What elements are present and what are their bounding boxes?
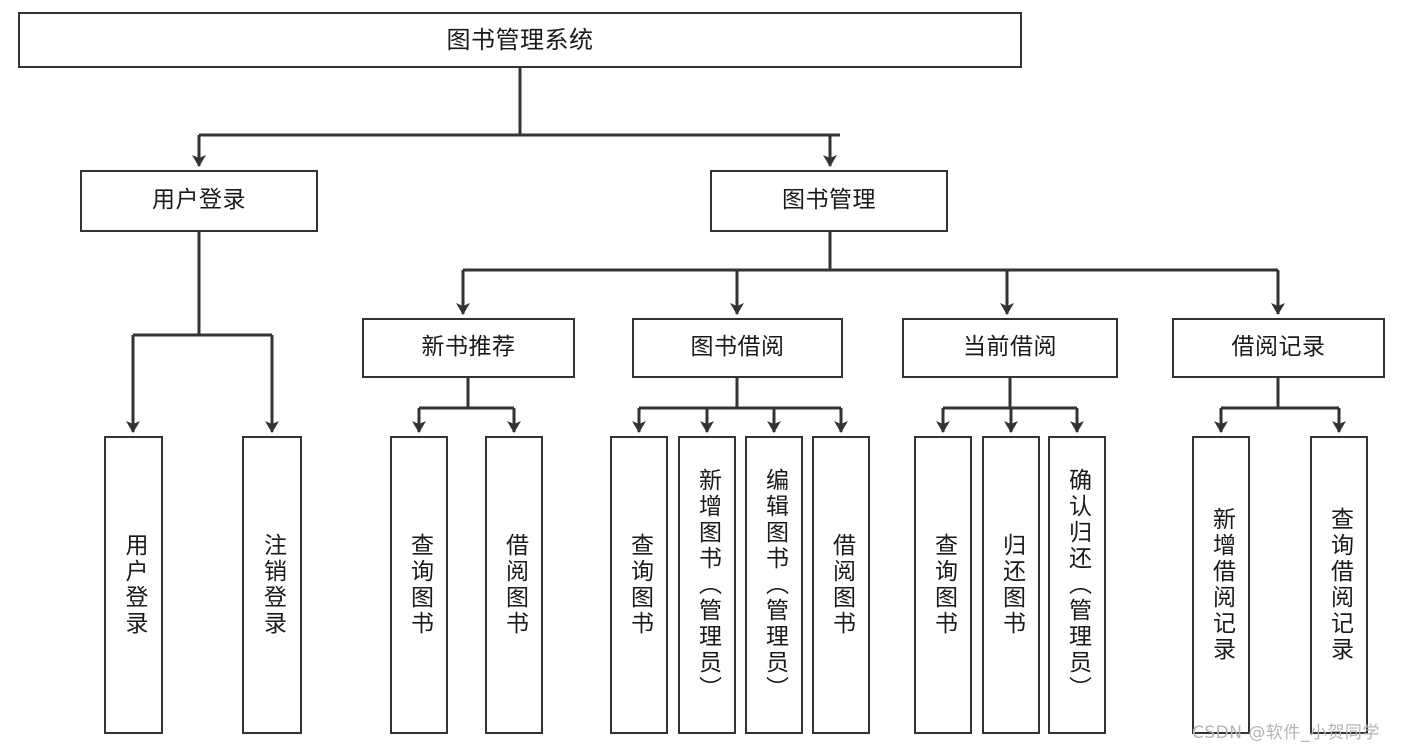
leaf-bb-borrow-book[interactable]: 借阅图书 xyxy=(812,436,870,734)
leaf-nbr-borrow-book-label: 借阅图书 xyxy=(501,533,528,637)
leaf-logout-label: 注销登录 xyxy=(259,533,286,637)
leaf-cb-confirm-return-admin-label: 确认归还（管理员） xyxy=(1064,468,1091,702)
node-borrow-record[interactable]: 借阅记录 xyxy=(1172,318,1385,378)
leaf-bb-borrow-book-label: 借阅图书 xyxy=(828,533,855,637)
node-user-login-label: 用户登录 xyxy=(152,187,246,214)
leaf-nbr-query-book[interactable]: 查询图书 xyxy=(390,436,448,734)
leaf-bb-query-book[interactable]: 查询图书 xyxy=(610,436,668,734)
leaf-br-query-record[interactable]: 查询借阅记录 xyxy=(1310,436,1368,734)
leaf-br-add-record-label: 新增借阅记录 xyxy=(1208,507,1235,663)
leaf-cb-query-book-label: 查询图书 xyxy=(930,533,957,637)
node-root-label: 图书管理系统 xyxy=(446,25,594,54)
node-current-borrow[interactable]: 当前借阅 xyxy=(902,318,1118,378)
leaf-cb-return-book-label: 归还图书 xyxy=(998,533,1025,637)
leaf-bb-query-book-label: 查询图书 xyxy=(626,533,653,637)
leaf-cb-confirm-return-admin[interactable]: 确认归还（管理员） xyxy=(1048,436,1106,734)
node-new-book-recommend-label: 新书推荐 xyxy=(421,334,516,361)
csdn-watermark: CSDN @软件_小贺同学 xyxy=(1192,723,1380,743)
leaf-nbr-borrow-book[interactable]: 借阅图书 xyxy=(485,436,543,734)
leaf-bb-add-book-admin[interactable]: 新增图书（管理员） xyxy=(678,436,736,734)
node-book-borrow[interactable]: 图书借阅 xyxy=(632,318,843,378)
node-user-login[interactable]: 用户登录 xyxy=(80,170,318,232)
leaf-br-add-record[interactable]: 新增借阅记录 xyxy=(1192,436,1250,734)
leaf-bb-edit-book-admin[interactable]: 编辑图书（管理员） xyxy=(745,436,803,734)
leaf-br-query-record-label: 查询借阅记录 xyxy=(1326,507,1353,663)
leaf-bb-add-book-admin-label: 新增图书（管理员） xyxy=(694,468,721,702)
leaf-nbr-query-book-label: 查询图书 xyxy=(406,533,433,637)
leaf-logout[interactable]: 注销登录 xyxy=(242,436,302,734)
node-book-management-label: 图书管理 xyxy=(782,187,876,214)
node-current-borrow-label: 当前借阅 xyxy=(963,334,1057,361)
leaf-cb-query-book[interactable]: 查询图书 xyxy=(914,436,972,734)
node-new-book-recommend[interactable]: 新书推荐 xyxy=(362,318,575,378)
leaf-user-login-label: 用户登录 xyxy=(121,533,148,637)
node-book-borrow-label: 图书借阅 xyxy=(690,334,785,361)
node-book-management[interactable]: 图书管理 xyxy=(710,170,948,232)
leaf-user-login[interactable]: 用户登录 xyxy=(104,436,163,734)
node-root[interactable]: 图书管理系统 xyxy=(18,12,1022,68)
node-borrow-record-label: 借阅记录 xyxy=(1231,334,1326,361)
leaf-bb-edit-book-admin-label: 编辑图书（管理员） xyxy=(761,468,788,702)
leaf-cb-return-book[interactable]: 归还图书 xyxy=(982,436,1040,734)
